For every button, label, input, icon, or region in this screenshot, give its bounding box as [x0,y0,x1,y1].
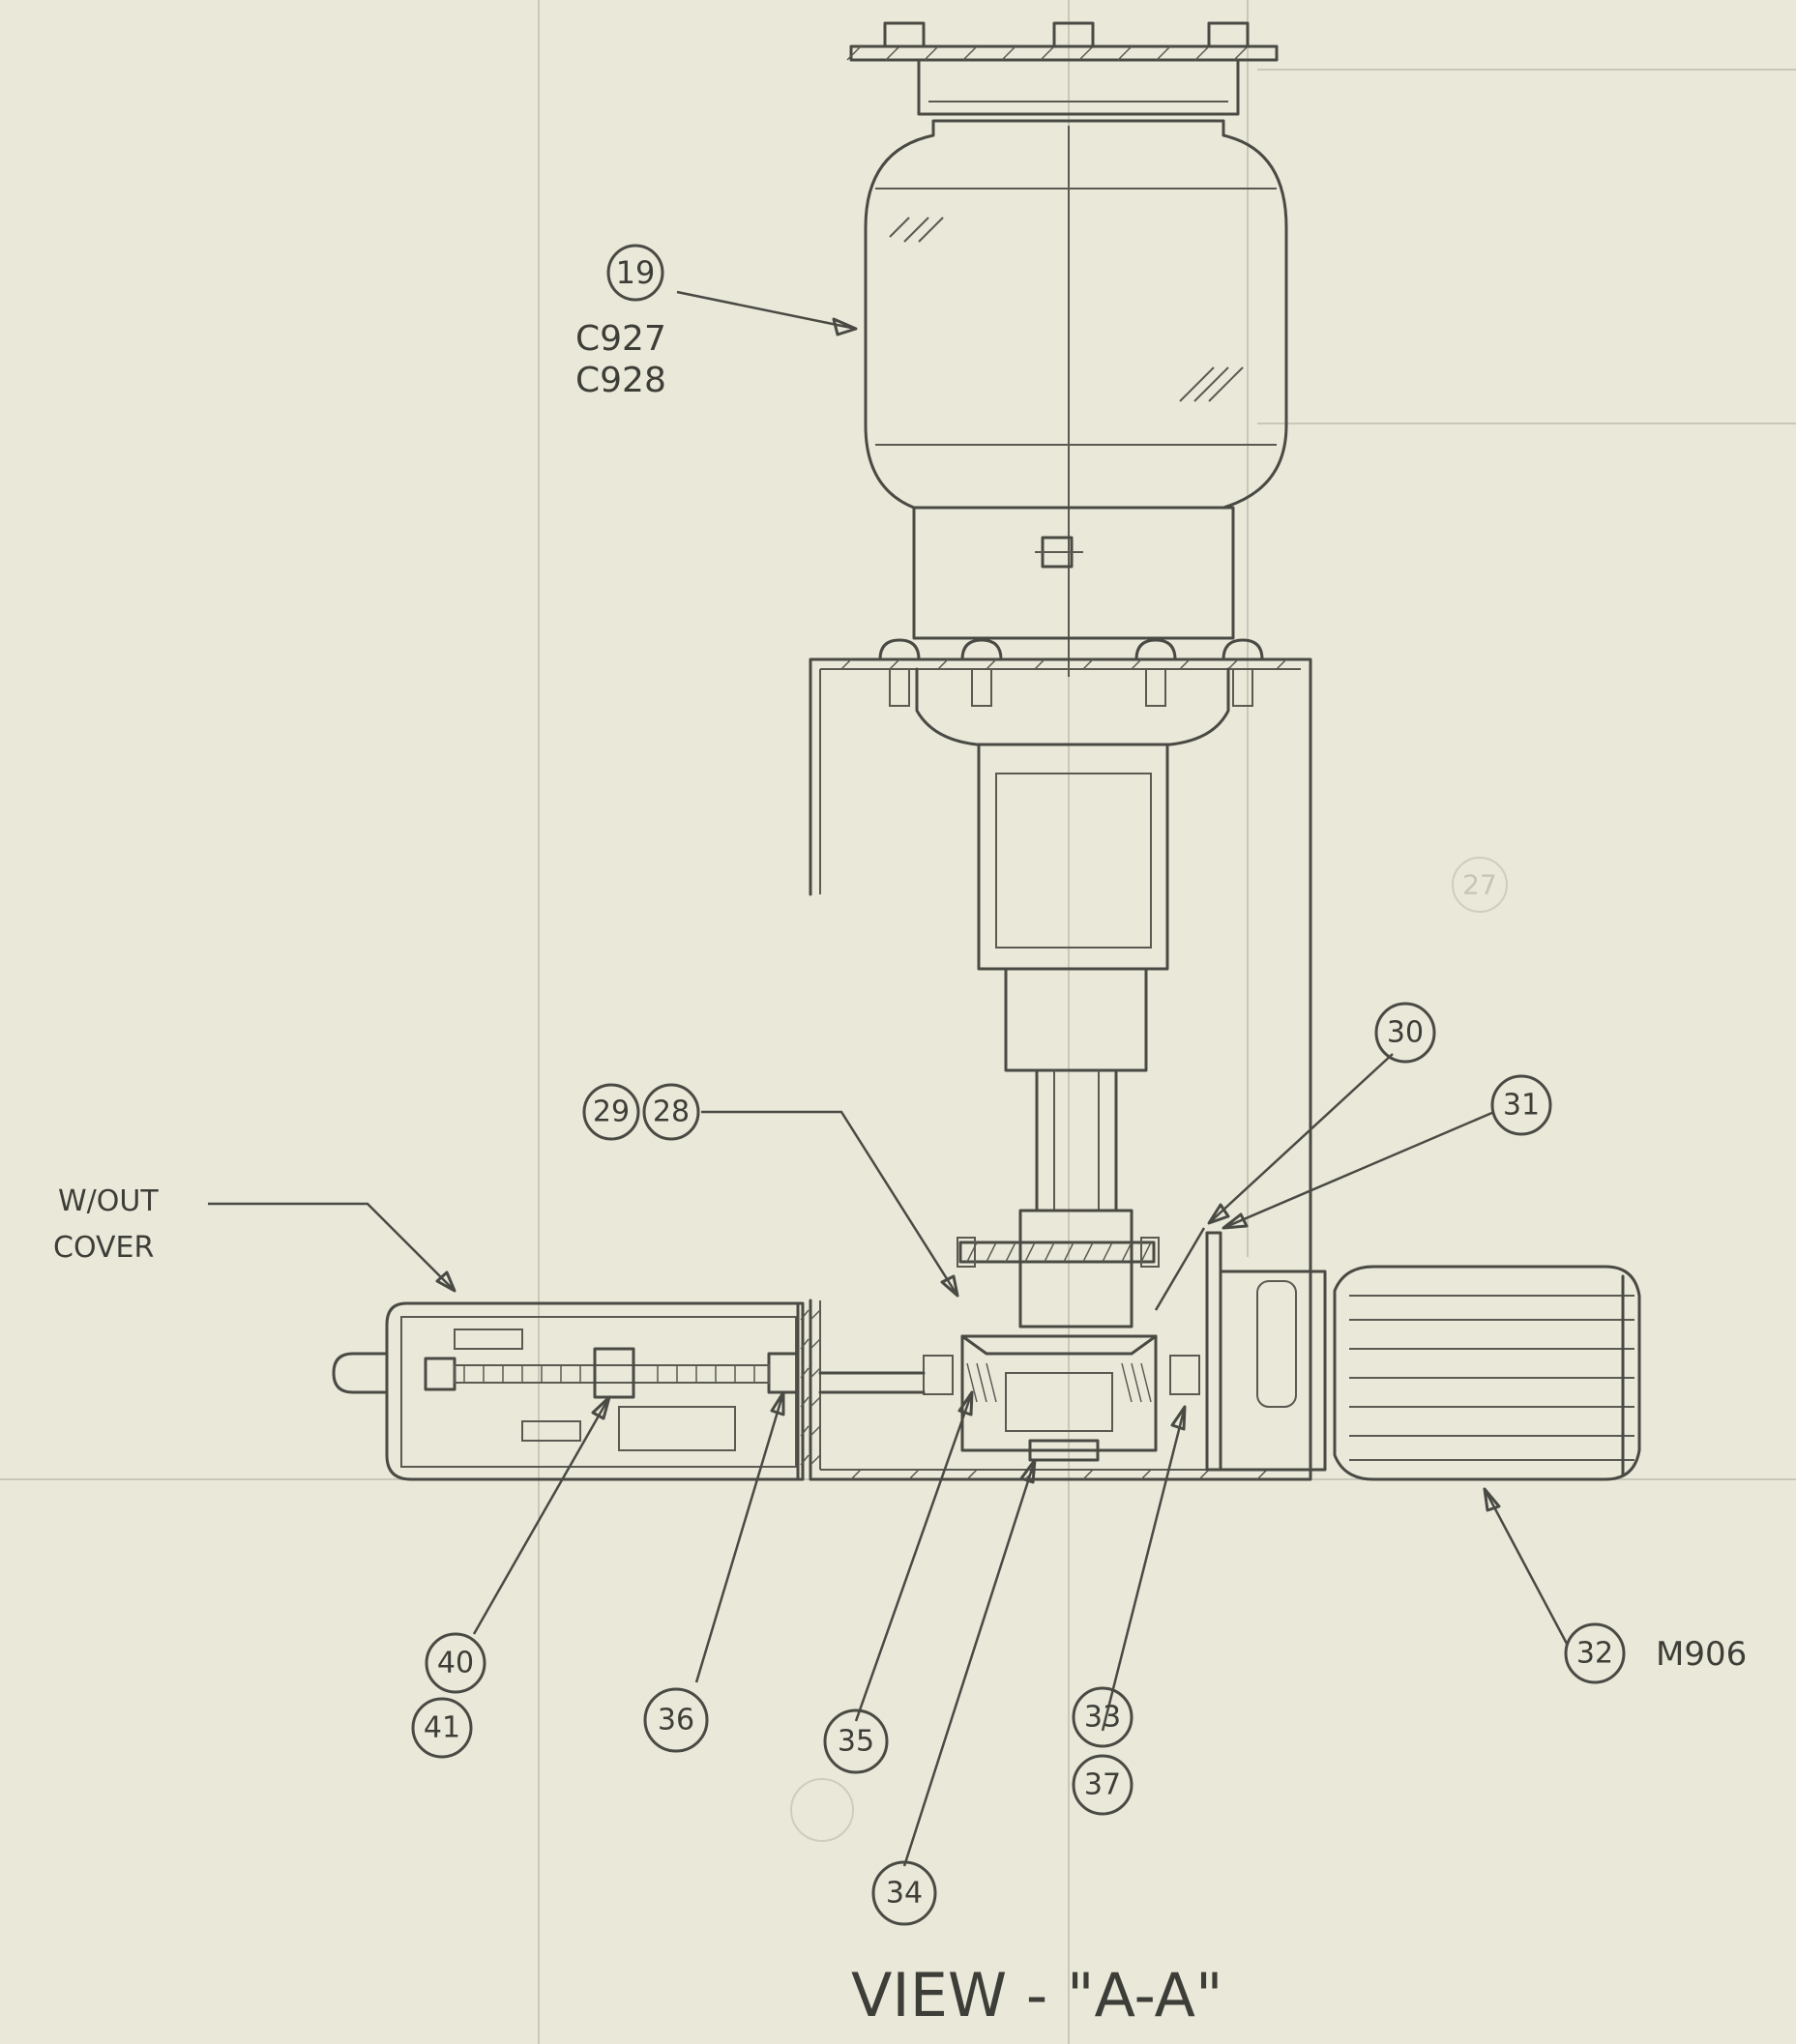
callout-27: 27 [1452,857,1508,913]
gear-assembly [818,1209,1200,1462]
leader-lines [208,290,1569,1867]
callout-19-label: 19 [616,254,656,291]
part-number-c928: C928 [575,361,666,400]
callout-33-label: 33 [1084,1701,1121,1735]
callout-31-label: 31 [1503,1089,1540,1123]
without-cover-note-line2: COVER [53,1231,154,1265]
callout-28: 28 [642,1083,700,1141]
callout-41-label: 41 [424,1711,460,1745]
left-actuator [332,1301,810,1481]
neck-sleeve [912,506,1235,640]
callout-29: 29 [582,1083,640,1141]
callout-35: 35 [823,1708,889,1774]
callout-27-label: 27 [1462,869,1497,901]
callout-33: 33 [1072,1686,1134,1748]
callout-34-label: 34 [886,1877,923,1911]
callout-30: 30 [1374,1002,1436,1064]
callout-32-label: 32 [1576,1637,1613,1671]
callout-28-label: 28 [653,1095,690,1129]
callout-37-label: 37 [1084,1768,1121,1802]
callout-41: 41 [411,1697,473,1759]
part-number-m906: M906 [1656,1635,1747,1674]
callout-37: 37 [1072,1754,1134,1816]
callout-29-label: 29 [593,1095,630,1129]
housing-bolts [878,638,1264,707]
callout-40-label: 40 [437,1647,474,1680]
callout-36: 36 [643,1687,709,1753]
side-motor [1205,1231,1641,1481]
top-flange [846,21,1279,116]
bowl-body [864,119,1288,677]
view-title: VIEW - "A-A" [851,1960,1222,2030]
part-number-c927: C927 [575,319,666,359]
callout-36-label: 36 [658,1704,694,1737]
callout-34: 34 [871,1860,937,1926]
callout-35-label: 35 [838,1725,874,1759]
callout-32: 32 [1564,1622,1626,1684]
callout-40: 40 [425,1632,486,1694]
callout-30-label: 30 [1387,1016,1424,1050]
without-cover-note-line1: W/OUT [58,1184,159,1218]
faint-circle [790,1778,854,1842]
callout-19: 19 [606,244,664,302]
callout-31: 31 [1490,1074,1552,1136]
